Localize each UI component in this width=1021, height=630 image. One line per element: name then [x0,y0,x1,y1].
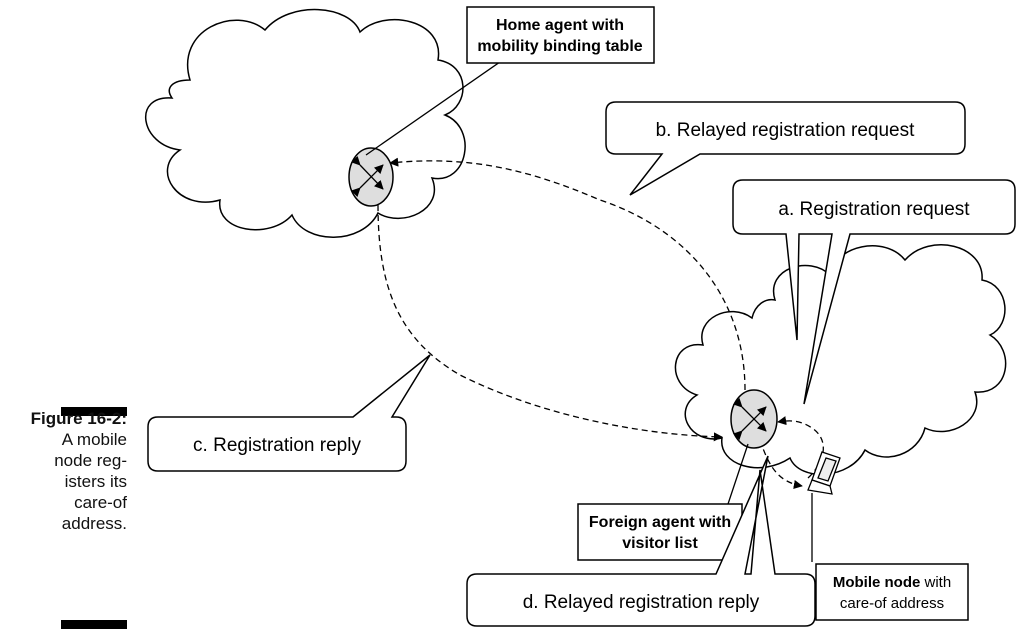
caption-line-4: care-of [74,493,127,512]
foreign-agent-label-line-2: visitor list [622,535,698,552]
callout-a-bubble: a. Registration request [732,179,1016,405]
callout-a-text: a. Registration request [778,199,970,220]
callout-c-bubble: c. Registration reply [147,354,431,472]
home-agent-label-line-1: Home agent with [496,17,624,34]
foreign-agent-router [730,389,778,449]
laptop-icon [807,451,841,495]
home-agent-label-line-2: mobility binding table [477,38,642,55]
registration-request-path [777,416,824,479]
caption-line-5: address. [61,514,127,533]
home-agent-router [348,147,394,207]
bottom-rule [61,620,127,629]
mobile-node-label-line-2: care-of address [840,595,944,612]
foreign-agent-label-line-1: Foreign agent with [589,514,731,531]
foreign-network-cloud [674,244,1007,476]
callout-b-text: b. Relayed registration request [656,120,915,141]
foreign-agent-pointer [727,443,749,505]
caption-line-2: node reg- [54,451,127,470]
mobile-node-label-rest: with [920,574,951,591]
callout-c-text: c. Registration reply [193,435,361,456]
mobile-node-label-box: Mobile node with care-of address [815,563,969,621]
callout-d-bubble: d. Relayed registration reply [466,455,816,627]
top-rule [61,407,127,416]
relayed-registration-request-path [389,157,746,391]
mobile-node-label-line-1: Mobile node with [833,574,951,591]
home-agent-label-box: Home agent with mobility binding table [466,6,655,64]
figure-caption: Figure 16-2: A mobile node reg- isters i… [0,408,127,534]
callout-b-bubble: b. Relayed registration request [605,101,966,196]
callout-d-text: d. Relayed registration reply [523,592,760,613]
foreign-agent-label-box: Foreign agent with visitor list [577,503,743,561]
mobile-node-label-bold: Mobile node [833,574,921,591]
caption-line-3: isters its [64,472,127,491]
relayed-registration-reply-path [759,439,803,490]
registration-reply-path [377,204,723,442]
caption-line-1: A mobile [61,430,127,449]
figure-number: Figure 16-2: [30,409,127,428]
home-network-cloud [145,8,466,238]
home-agent-pointer [365,54,511,156]
